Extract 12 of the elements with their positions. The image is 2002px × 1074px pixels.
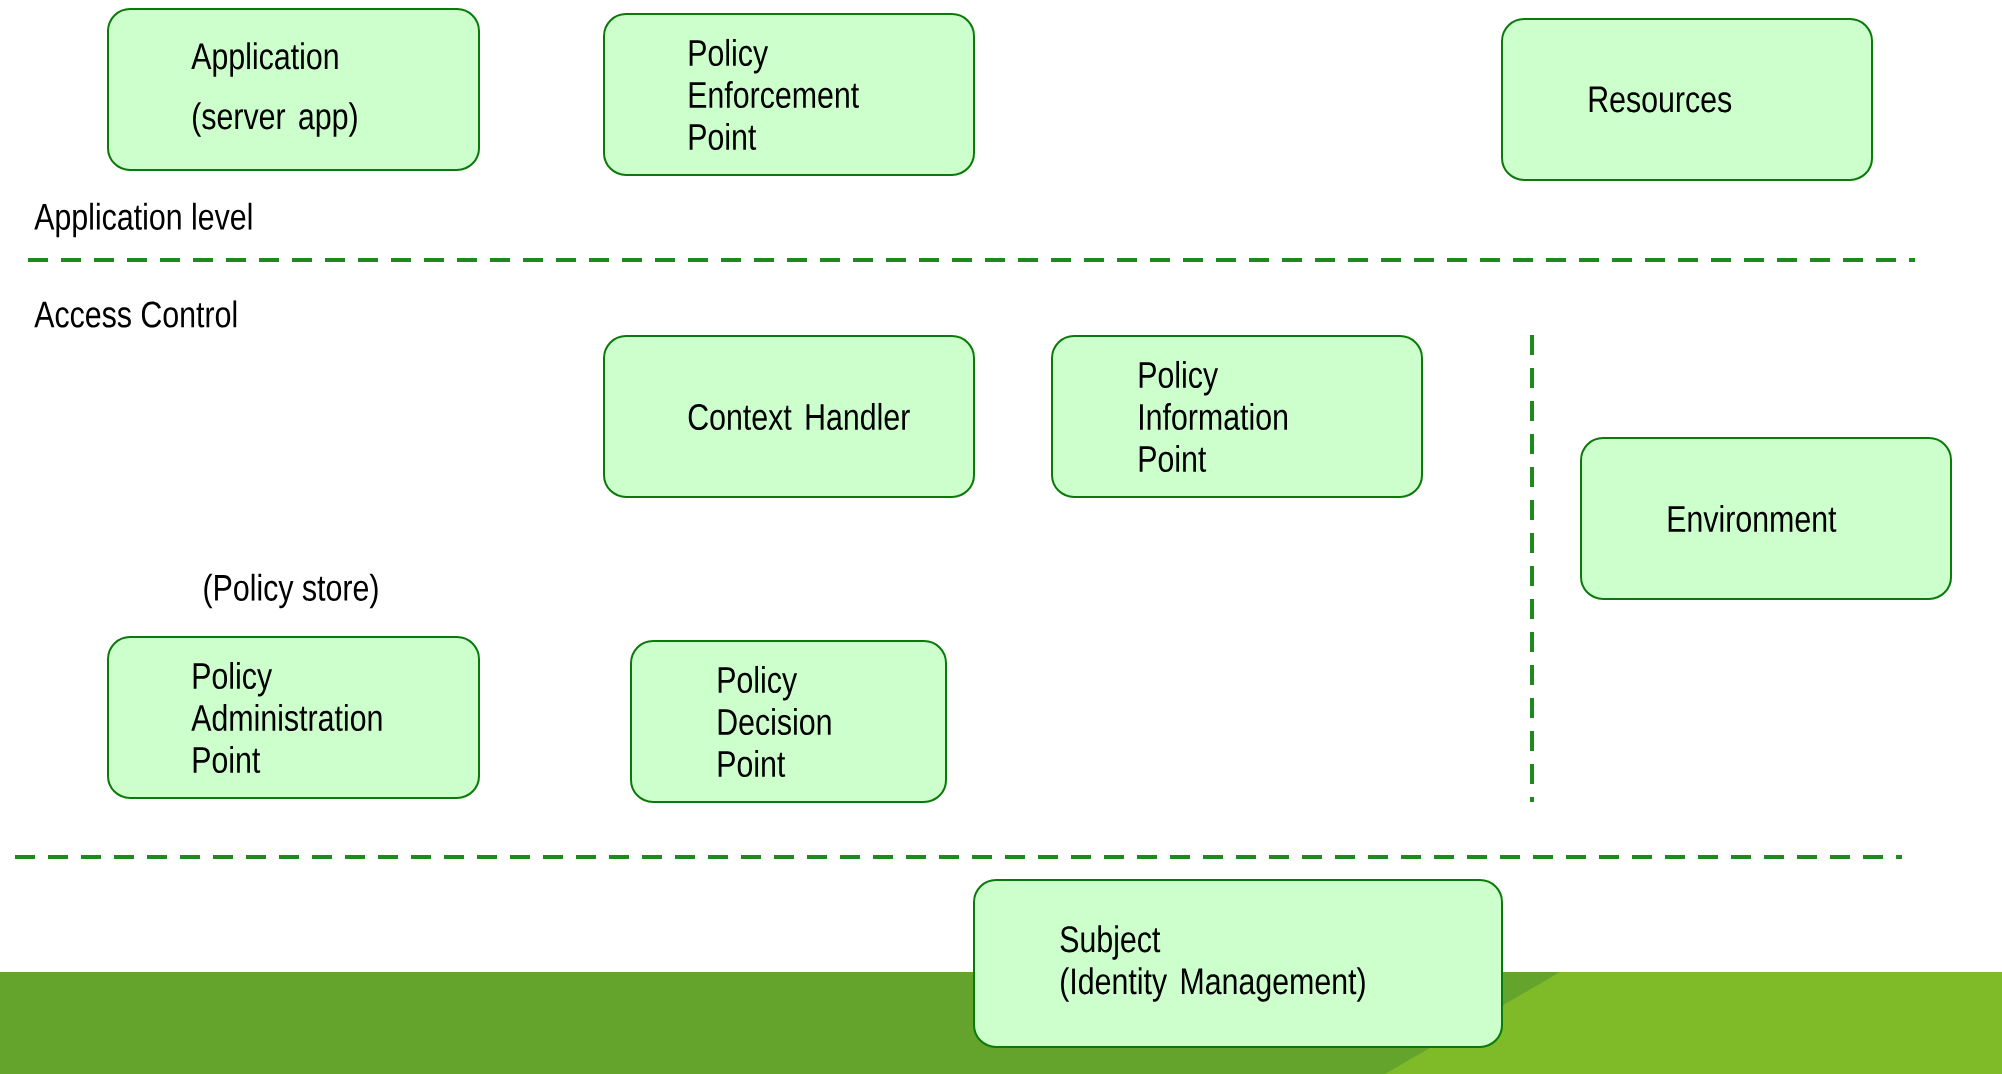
layer-label: Application level (34, 202, 252, 238)
process-box: Policy Administration Point (107, 636, 480, 799)
process-box: Environment (1580, 437, 1952, 600)
process-box: Policy Enforcement Point (603, 13, 975, 176)
process-box: Context Handler (603, 335, 975, 498)
process-box: Policy Decision Point (630, 640, 947, 803)
layer-label: Access Control (34, 300, 237, 328)
process-box: Subject (Identity Management) (973, 879, 1503, 1048)
process-box: Policy Information Point (1051, 335, 1423, 498)
process-box: Resources (1501, 18, 1873, 181)
process-box: Application (server app) (107, 8, 480, 171)
box-caption: (Policy store) (204, 573, 378, 609)
